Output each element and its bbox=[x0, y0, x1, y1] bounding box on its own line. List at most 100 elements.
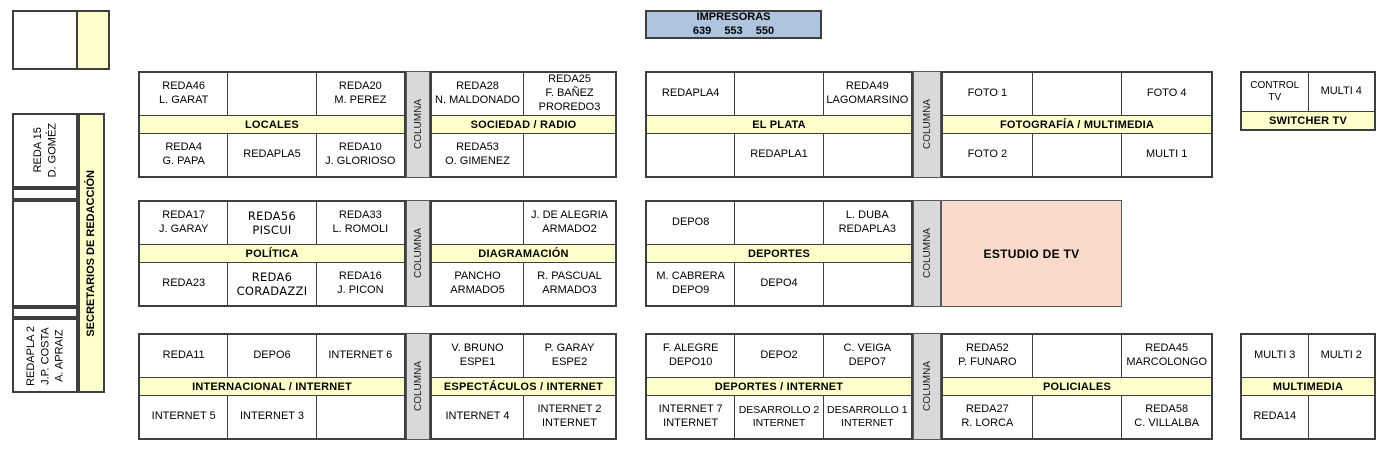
desk-cell: DESARROLLO 1 INTERNET bbox=[822, 396, 911, 438]
sidebar-spacer-top bbox=[12, 188, 78, 200]
columna-label: COLUMNA bbox=[412, 228, 424, 279]
desk-cell-empty bbox=[822, 134, 911, 176]
columna-label: COLUMNA bbox=[412, 361, 424, 412]
tv-studio-room: ESTUDIO DE TV bbox=[941, 200, 1122, 307]
printers-box: IMPRESORAS 639 553 550 bbox=[645, 10, 822, 39]
section-header-espectaculos-internet: ESPECTÁCULOS / INTERNET bbox=[432, 377, 615, 396]
desk-redapla2: REDAPLA 2 J.P. COSTA A. APRAIZ bbox=[12, 318, 78, 393]
desk-cell-empty bbox=[734, 73, 822, 115]
columna-pillar: COLUMNA bbox=[406, 71, 430, 178]
desk-cell-empty bbox=[1031, 134, 1122, 176]
desk-reda15-label: REDA 15 D. GOMÉZ bbox=[31, 123, 58, 178]
desk-reda15: REDA 15 D. GOMÉZ bbox=[12, 113, 78, 188]
desk-cell-empty bbox=[523, 134, 615, 176]
desk-cell: MULTI 1 bbox=[1121, 134, 1211, 176]
section-header-switcher-tv: SWITCHER TV bbox=[1242, 111, 1374, 129]
desk-cell: FOTO 2 bbox=[967, 148, 1008, 161]
section-multimedia: MULTI 3 MULTI 2 MULTIMEDIA REDA14 bbox=[1240, 333, 1376, 440]
desk-cell: INTERNET 7 INTERNET bbox=[658, 403, 723, 429]
columna-pillar: COLUMNA bbox=[406, 200, 430, 307]
printers-numbers: 639 553 550 bbox=[692, 24, 775, 37]
desk-cell: MULTI 3 bbox=[1254, 349, 1296, 362]
desk-cell: INTERNET 5 bbox=[151, 410, 216, 423]
columna-pillar: COLUMNA bbox=[406, 333, 430, 440]
desk-cell: FOTO 1 bbox=[967, 87, 1008, 100]
section-policiales: REDA52 P. FUNARO REDA45 MARCOLONGO POLIC… bbox=[941, 333, 1213, 440]
desk-cell: REDA28 N. MALDONADO bbox=[435, 80, 520, 106]
secretarios-label: SECRETARIOS DE REDACCIÓN bbox=[85, 169, 98, 337]
desk-cell: DESARROLLO 2 INTERNET bbox=[734, 396, 822, 438]
tv-studio-label: ESTUDIO DE TV bbox=[983, 246, 1080, 261]
section-diagramacion: J. DE ALEGRIA ARMADO2 DIAGRAMACIÓN PANCH… bbox=[430, 200, 617, 307]
section-header-fotografia-multimedia: FOTOGRAFÍA / MULTIMEDIA bbox=[943, 115, 1211, 134]
top-left-room-strip bbox=[76, 12, 108, 68]
desk-cell: INTERNET 4 bbox=[445, 410, 510, 423]
desk-cell: MULTI 4 bbox=[1307, 73, 1375, 111]
columna-label: COLUMNA bbox=[412, 99, 424, 150]
section-el-plata: REDAPLA4 REDA49 LAGOMARSINO EL PLATA RED… bbox=[645, 71, 913, 178]
desk-cell: REDA58 C. VILLALBA bbox=[1121, 396, 1211, 438]
desk-cell-empty bbox=[822, 263, 911, 305]
desk-cell: F. ALEGRE DEPO10 bbox=[662, 342, 719, 368]
desk-cell: INTERNET 2 INTERNET bbox=[523, 396, 615, 438]
desk-cell: REDA56 PISCUI bbox=[227, 202, 315, 244]
desk-cell: REDA4 G. PAPA bbox=[162, 141, 205, 167]
section-header-sociedad-radio: SOCIEDAD / RADIO bbox=[432, 115, 615, 134]
desk-cell: V. BRUNO ESPE1 bbox=[451, 342, 504, 368]
desk-cell: L. DUBA REDAPLA3 bbox=[822, 202, 911, 244]
columna-pillar: COLUMNA bbox=[913, 333, 941, 440]
columna-pillar: COLUMNA bbox=[913, 200, 941, 307]
desk-cell: DEPO8 bbox=[672, 216, 710, 229]
section-sociedad-radio: REDA28 N. MALDONADO REDA25 F. BAÑEZ PROR… bbox=[430, 71, 617, 178]
desk-cell: MULTI 2 bbox=[1307, 335, 1375, 377]
desk-cell: REDA25 F. BAÑEZ PROREDO3 bbox=[523, 73, 615, 115]
desk-cell-empty bbox=[227, 73, 315, 115]
section-header-politica: POLÍTICA bbox=[140, 244, 404, 263]
section-header-multimedia: MULTIMEDIA bbox=[1242, 377, 1374, 396]
section-header-el-plata: EL PLATA bbox=[647, 115, 911, 134]
desk-cell: INTERNET 3 bbox=[227, 396, 315, 438]
desk-cell: REDA46 L. GARAT bbox=[159, 80, 209, 106]
desk-cell: REDA49 LAGOMARSINO bbox=[822, 73, 911, 115]
desk-cell: REDA20 M. PEREZ bbox=[315, 73, 404, 115]
section-header-diagramacion: DIAGRAMACIÓN bbox=[432, 244, 615, 263]
columna-label: COLUMNA bbox=[921, 99, 933, 150]
desk-cell: REDA10 J. GLORIOSO bbox=[315, 134, 404, 176]
desk-cell: REDA45 MARCOLONGO bbox=[1121, 335, 1211, 377]
desk-cell-empty bbox=[1031, 73, 1122, 115]
desk-cell: REDA52 P. FUNARO bbox=[958, 342, 1017, 368]
sidebar-empty-room bbox=[12, 200, 78, 307]
desk-cell-empty bbox=[647, 134, 734, 176]
section-deportes: DEPO8 L. DUBA REDAPLA3 DEPORTES M. CABRE… bbox=[645, 200, 913, 307]
desk-cell: REDAPLA1 bbox=[734, 134, 822, 176]
desk-cell: REDA11 bbox=[162, 349, 205, 362]
desk-cell: REDA33 L. ROMOLI bbox=[315, 202, 404, 244]
section-header-deportes: DEPORTES bbox=[647, 244, 911, 263]
desk-cell: REDA53 O. GIMENEZ bbox=[445, 141, 510, 167]
desk-cell: REDA27 R. LORCA bbox=[961, 403, 1014, 429]
secretarios-strip: SECRETARIOS DE REDACCIÓN bbox=[78, 113, 105, 393]
columna-label: COLUMNA bbox=[921, 228, 933, 279]
desk-cell: REDA16 J. PICON bbox=[315, 263, 404, 305]
section-internacional-internet: REDA11 DEPO6 INTERNET 6 INTERNACIONAL / … bbox=[138, 333, 406, 440]
desk-cell: PANCHO ARMADO5 bbox=[450, 270, 505, 296]
desk-cell-empty bbox=[1307, 396, 1375, 438]
desk-cell: REDA6 CORADAZZI bbox=[227, 263, 315, 305]
desk-cell: C. VEIGA DEPO7 bbox=[822, 335, 911, 377]
section-header-locales: LOCALES bbox=[140, 115, 404, 134]
section-header-internacional-internet: INTERNACIONAL / INTERNET bbox=[140, 377, 404, 396]
section-politica: REDA17 J. GARAY REDA56 PISCUI REDA33 L. … bbox=[138, 200, 406, 307]
desk-cell: R. PASCUAL ARMADO3 bbox=[523, 263, 615, 305]
section-switcher-tv: CONTROL TV MULTI 4 SWITCHER TV bbox=[1240, 71, 1376, 131]
desk-cell: REDAPLA4 bbox=[661, 87, 720, 100]
desk-cell: J. DE ALEGRIA ARMADO2 bbox=[523, 202, 615, 244]
sidebar-spacer-bottom bbox=[12, 307, 78, 318]
desk-cell: INTERNET 6 bbox=[315, 335, 404, 377]
desk-cell: DEPO4 bbox=[734, 263, 822, 305]
desk-cell: REDA23 bbox=[162, 277, 206, 290]
desk-cell-empty bbox=[734, 202, 822, 244]
desk-cell: P. GARAY ESPE2 bbox=[523, 335, 615, 377]
desk-cell: REDA17 J. GARAY bbox=[159, 209, 209, 235]
desk-cell: FOTO 4 bbox=[1121, 73, 1211, 115]
